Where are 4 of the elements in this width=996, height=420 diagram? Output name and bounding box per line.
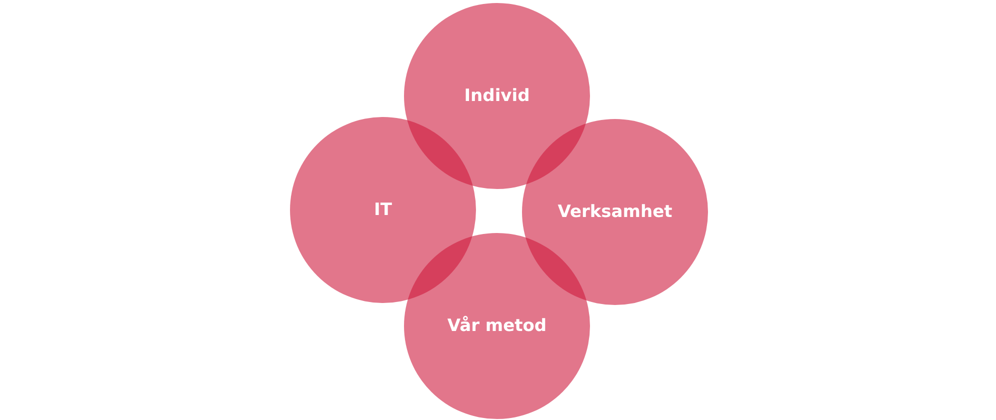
circle-label: Individ bbox=[464, 86, 530, 106]
circle-label: Vår metod bbox=[447, 316, 547, 336]
circle-label: IT bbox=[374, 200, 392, 220]
circle-label: Verksamhet bbox=[558, 202, 672, 222]
